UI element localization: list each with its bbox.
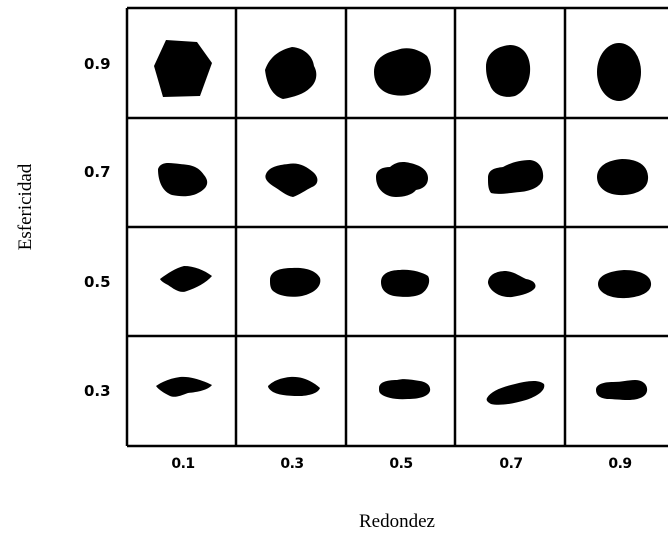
row-label-sphericity: 0.3 — [84, 382, 111, 400]
particle-shape — [160, 266, 212, 292]
particle-shape — [154, 40, 212, 97]
row-label-sphericity: 0.5 — [84, 273, 111, 291]
particle-shape — [596, 380, 648, 400]
row-label-sphericity: 0.7 — [84, 163, 111, 181]
particle-shape — [488, 271, 536, 298]
particle-shape — [597, 159, 649, 196]
particle-shape — [486, 380, 545, 405]
particle-shape — [265, 163, 318, 197]
particle-shape — [270, 267, 321, 297]
x-axis-label: Redondez — [359, 511, 435, 532]
particle-shape — [486, 45, 531, 97]
particle-shape — [265, 47, 317, 99]
column-label-roundness: 0.3 — [280, 456, 304, 472]
particle-shape — [374, 48, 431, 96]
particle-shape — [381, 269, 430, 297]
column-label-roundness: 0.5 — [389, 456, 413, 472]
column-label-roundness: 0.1 — [171, 456, 195, 472]
particle-shape — [158, 163, 208, 197]
particle-shape — [488, 160, 544, 194]
particle-shape — [376, 162, 428, 197]
column-label-roundness: 0.9 — [608, 456, 632, 472]
column-label-roundness: 0.7 — [499, 456, 523, 472]
particle-shape — [379, 379, 431, 400]
particle-shape — [597, 43, 641, 101]
y-axis-label: Esfericidad — [15, 163, 36, 251]
row-label-sphericity: 0.9 — [84, 55, 111, 73]
particle-shape — [598, 270, 652, 299]
particle-shape — [156, 376, 212, 397]
particle-shape — [268, 376, 320, 396]
